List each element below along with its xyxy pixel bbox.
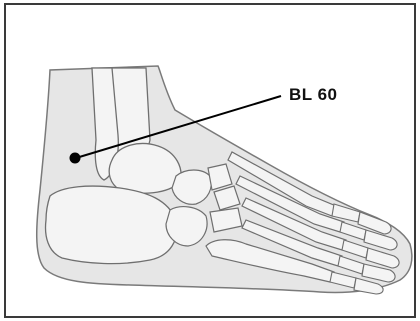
acupoint-marker [70,153,81,164]
acupoint-label: BL 60 [289,85,338,105]
